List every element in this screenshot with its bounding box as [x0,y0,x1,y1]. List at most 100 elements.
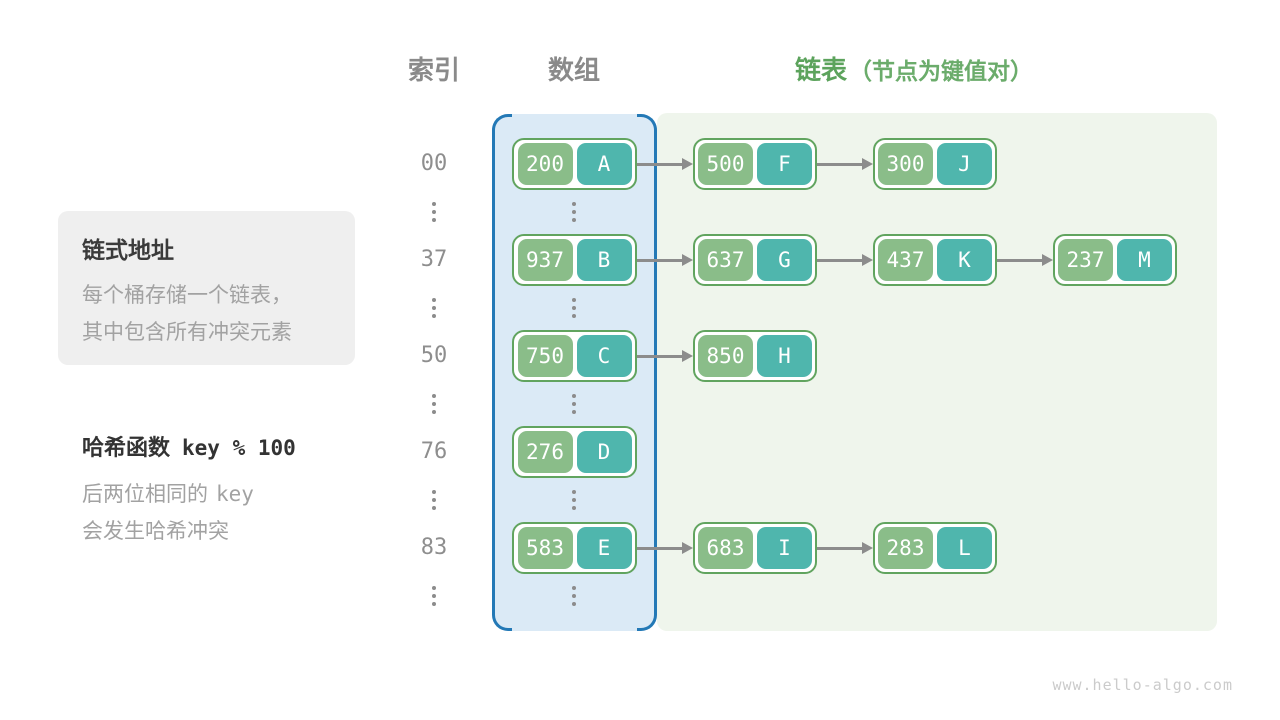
hash-function-title: 哈希函数 key % 100 [82,430,296,462]
dot [432,410,436,414]
node-key: 500 [698,143,753,185]
column-header-list: 链表（节点为键值对） [795,54,1033,86]
info-box-title: 链式地址 [82,237,174,263]
arrow-shaft [817,258,863,262]
arrow-right-icon [997,234,1053,286]
dot [432,498,436,502]
dot [572,602,576,606]
arrow-head [682,350,693,362]
ellipsis-dots-icon [394,586,474,606]
arrow-head [682,158,693,170]
dot [572,298,576,302]
dot [432,506,436,510]
bucket-index: 37 [420,247,448,272]
ellipsis-dots-icon [534,202,614,222]
column-header-list-note: （节点为键值对） [849,58,1034,84]
array-border-right [637,114,657,631]
dot [572,218,576,222]
node-key: 437 [878,239,933,281]
ellipsis-dots-icon [394,202,474,222]
dot [572,210,576,214]
hash-note-text: 后两位相同的 [82,483,208,506]
node-value: B [576,239,632,281]
dot [432,594,436,598]
arrow-head [682,254,693,266]
arrow-right-icon [817,234,873,286]
arrow-right-icon [817,138,873,190]
dot [572,594,576,598]
ellipsis-dots-icon [394,490,474,510]
dot [432,218,436,222]
arrow-right-icon [637,522,693,574]
bucket-index: 00 [420,151,448,176]
node-value: H [757,335,812,377]
arrow-head [862,542,873,554]
node-value: D [576,431,632,473]
node-value: C [576,335,632,377]
hash-note-line: 会发生哈希冲突 [82,520,229,543]
dot [432,314,436,318]
arrow-right-icon [817,522,873,574]
node-key: 276 [517,431,573,473]
arrow-shaft [817,546,863,550]
arrow-shaft [637,258,683,262]
node-value: L [937,527,992,569]
ellipsis-dots-icon [534,586,614,606]
arrow-right-icon [637,138,693,190]
node-value: I [757,527,812,569]
node-key: 937 [517,239,573,281]
info-box-line: 每个桶存储一个链表， [82,284,292,307]
arrow-head [682,542,693,554]
dot [572,586,576,590]
node-value: M [1117,239,1172,281]
arrow-right-icon [637,234,693,286]
dot [432,490,436,494]
dot [432,394,436,398]
dot [572,506,576,510]
node-value: J [937,143,992,185]
hash-function-label: 哈希函数 [82,435,171,460]
node-key: 850 [698,335,753,377]
column-header-list-label: 链表 [795,55,848,85]
arrow-shaft [637,354,683,358]
node-key: 300 [878,143,933,185]
column-header-array: 数组 [547,55,600,85]
node-value: K [937,239,992,281]
arrow-shaft [817,162,863,166]
arrow-head [862,254,873,266]
arrow-shaft [637,546,683,550]
dot [572,490,576,494]
hash-function-formula: key % 100 [182,436,296,460]
dot [432,298,436,302]
array-border-left [492,114,512,631]
watermark: www.hello-algo.com [1052,676,1233,694]
node-key: 200 [517,143,573,185]
dot [432,210,436,214]
node-value: A [576,143,632,185]
node-key: 583 [517,527,573,569]
node-value: E [576,527,632,569]
dot [572,410,576,414]
dot [572,498,576,502]
node-value: F [757,143,812,185]
dot [432,402,436,406]
ellipsis-dots-icon [394,298,474,318]
